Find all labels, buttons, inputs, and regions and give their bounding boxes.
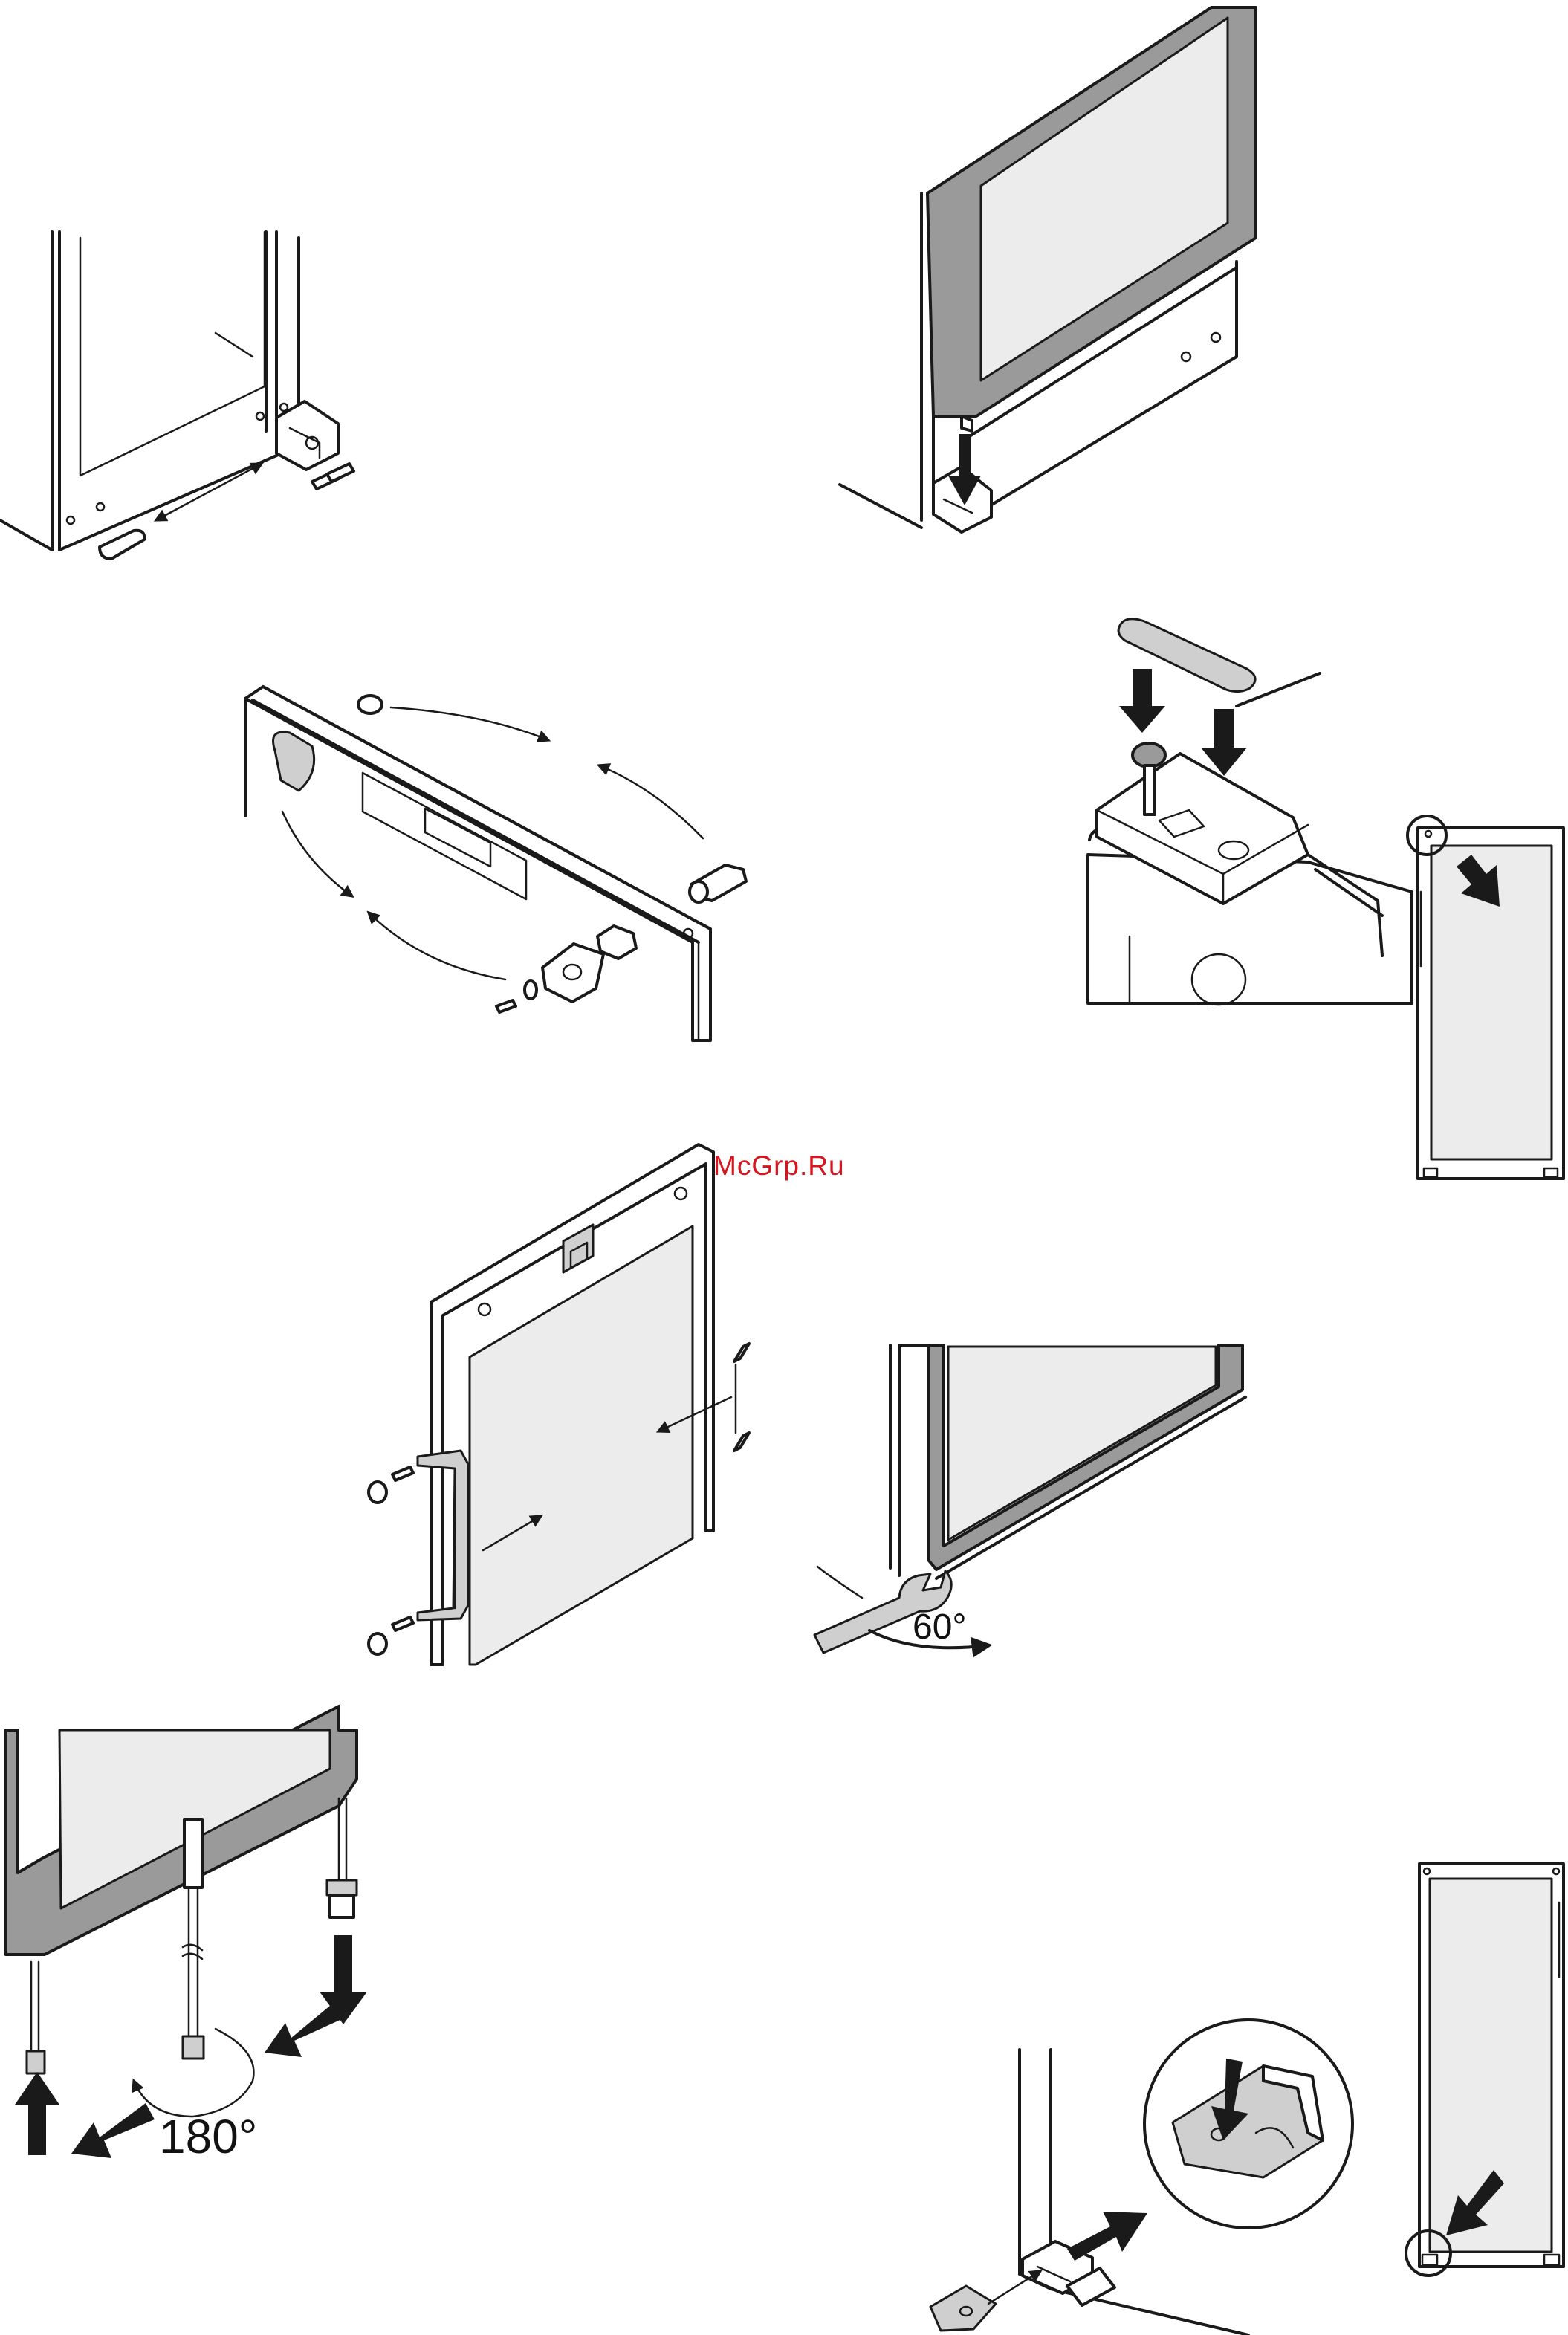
screw-icon <box>312 464 354 489</box>
step-transfer-handle <box>369 1144 749 1665</box>
door-stop-pin-icon <box>690 865 746 902</box>
step-remove-bottom-hinge <box>0 232 354 559</box>
step-mount-door-bottom-hinge <box>840 7 1256 532</box>
cap-plug-icon <box>358 696 382 713</box>
hinge-bracket-icon <box>276 401 338 470</box>
step-fit-top-hinge <box>1088 619 1412 1005</box>
zoom-detail-circle-icon <box>1144 2020 1352 2228</box>
small-screw-icon <box>496 981 537 1012</box>
cabinet-thumbnail-top <box>1407 816 1564 1179</box>
step-swap-door-parts <box>245 687 746 1040</box>
rotation-angle-label: 60° <box>913 1607 967 1648</box>
cover-cap-icon <box>100 531 144 559</box>
step-insert-hinge-clip <box>930 2020 1352 2335</box>
plug-cap-icon <box>369 1482 386 1654</box>
step-adjust-wrench <box>814 1345 1245 1653</box>
washer-icon <box>542 944 603 1002</box>
hinge-clip-icon <box>930 2286 996 2331</box>
cabinet-thumbnail-bottom <box>1406 1864 1564 2276</box>
step-rotate-hinge-pin <box>6 1706 367 2158</box>
watermark: McGrp.Ru <box>713 1150 845 1182</box>
rotation-angle-label: 180° <box>159 2109 257 2164</box>
